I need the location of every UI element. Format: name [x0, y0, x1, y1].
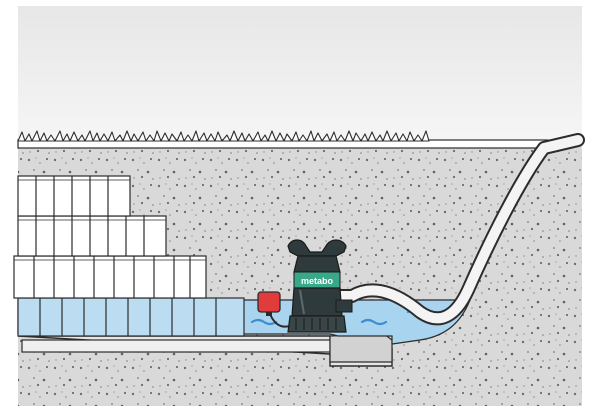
discharge-hose-icon	[333, 133, 585, 326]
pump-brand-label: metabo	[301, 276, 334, 286]
crate-row-2	[13, 255, 207, 299]
crate-row-top	[17, 175, 131, 217]
crate-row-bottom	[17, 297, 245, 337]
sky-background	[18, 6, 582, 146]
pump-pit	[329, 333, 393, 363]
crate-row-3	[17, 215, 167, 257]
submersible-pump-icon	[287, 239, 353, 333]
stacked-crates-icon	[13, 175, 245, 337]
floor-edge	[21, 339, 331, 353]
